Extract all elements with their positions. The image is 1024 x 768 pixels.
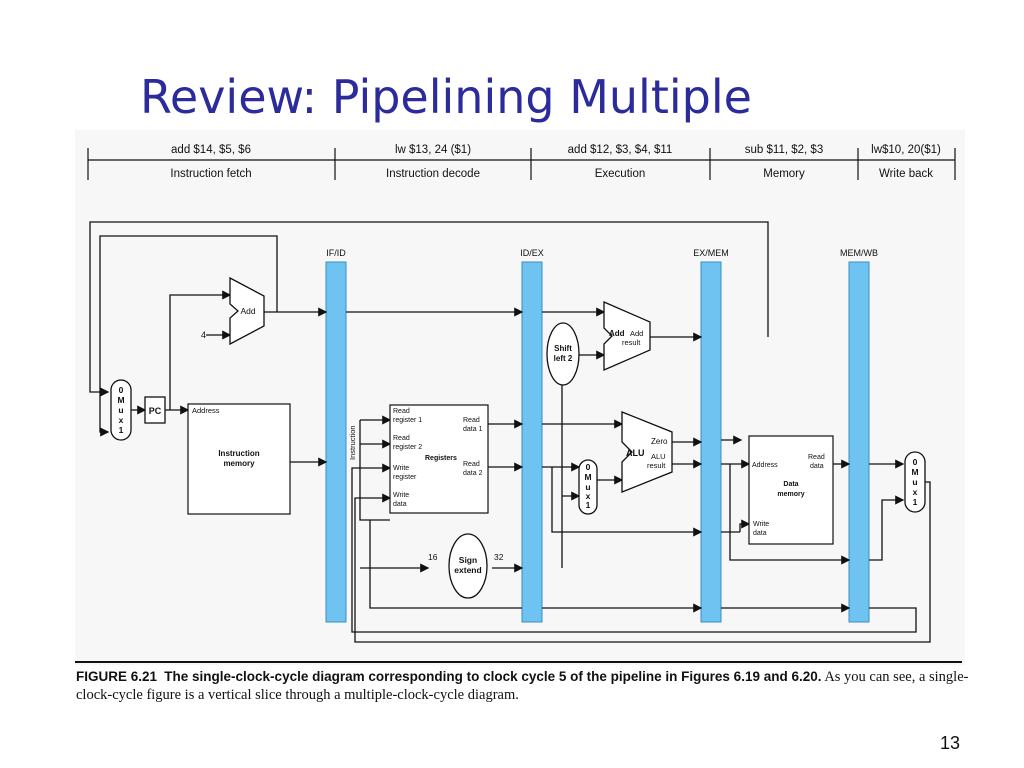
im-address-label: Address [192,406,220,415]
dm-write-label1: Write [753,521,769,528]
pc-adder [229,276,265,346]
wb-mux-label-1: 1 [913,497,918,507]
shift-left-2 [546,322,580,386]
stage-instruction-id: lw $13, 24 ($1) [395,144,471,156]
alu-result-label1: ALU [651,452,666,461]
alu [621,411,673,493]
rf-read-reg2-a: Read [393,435,410,442]
page-number: 13 [940,733,961,753]
data-memory [748,435,834,545]
wb-mux-label-u: u [912,477,917,487]
alu-src-mux [578,459,598,515]
rf-write-reg-b: register [393,474,417,481]
alu-mux-label-1: 1 [586,500,591,510]
datapath-wires [89,221,931,643]
bits-32-label: 32 [494,552,504,562]
rf-read-data2-b: data 2 [463,470,483,477]
dm-title1: Data [783,481,798,488]
stage-instruction-ex: add $12, $3, $4, $11 [568,144,673,156]
pc-mux-label-x: x [119,415,124,425]
figure-caption: FIGURE 6.21 The single-clock-cycle diagr… [76,668,976,704]
register-label-ex-mem: EX/MEM [693,248,729,258]
sign-extend-label2: extend [454,565,481,575]
pc-mux-label-u: u [118,405,123,415]
stage-name-mem: Memory [763,168,805,180]
alu-mux-label-m: M [584,472,591,482]
rf-read-reg2-b: register 2 [393,444,422,451]
branch-adder-label: Add [609,329,625,338]
dm-write-label2: data [753,530,767,537]
rf-title: Registers [425,455,457,462]
pipeline-register-mem-wb [848,261,870,623]
rf-write-data-a: Write [393,492,409,499]
sign-extend [448,533,488,599]
instruction-memory [187,403,291,515]
shift-left-label2: left 2 [554,354,573,363]
alu-mux-label-0: 0 [586,462,591,472]
rf-read-reg1-a: Read [393,408,410,415]
alu-label: ALU [626,448,645,458]
alu-mux-label-u: u [585,482,590,492]
alu-zero-label: Zero [651,437,668,446]
pc-mux-label-m: M [117,395,124,405]
rf-read-reg1-b: register 1 [393,417,422,424]
caption-bold-text: The single-clock-cycle diagram correspon… [164,669,822,684]
rf-read-data1-b: data 1 [463,426,483,433]
pipeline-register-id-ex [521,261,543,623]
alu-mux-label-x: x [586,491,591,501]
register-label-id-ex: ID/EX [520,248,544,258]
stage-name-ex: Execution [595,168,646,180]
caption-text: As you can see, a single-clock-cycle fig… [76,669,969,703]
pipeline-register-if-id [325,261,347,623]
dm-title2: memory [777,491,804,498]
rf-write-data-b: data [393,501,407,508]
pc-mux-label-0: 0 [119,385,124,395]
instruction-bus-label: Instruction [348,425,357,460]
register-file [389,404,489,514]
sign-extend-label1: Sign [459,555,477,565]
stage-instruction-wb: lw$10, 20($1) [871,144,941,156]
register-label-if-id: IF/ID [326,248,346,258]
pc-label: PC [149,406,162,416]
stage-name-wb: Write back [879,168,933,180]
im-title-line1: Instruction [218,449,259,458]
shift-left-label1: Shift [554,344,572,353]
rf-read-data2-a: Read [463,461,480,468]
pipeline-register-ex-mem [700,261,722,623]
bits-16-label: 16 [428,552,438,562]
pc-mux [110,379,132,441]
alu-result-label2: result [647,461,666,470]
register-label-mem-wb: MEM/WB [840,248,878,258]
stage-instruction-if: add $14, $5, $6 [171,144,251,156]
stage-name-if: Instruction fetch [170,168,251,180]
stage-name-id: Instruction decode [386,168,480,180]
wb-mux-label-0: 0 [913,457,918,467]
writeback-mux [904,451,926,513]
figure-background [75,130,965,665]
dm-read-label1: Read [808,454,825,461]
branch-adder [603,301,651,371]
caption-figure-label: FIGURE 6.21 [76,669,158,684]
slide-title: Review: Pipelining Multiple [140,70,752,124]
stage-header [87,148,956,180]
branch-adder-result2: result [622,338,641,347]
wb-mux-label-x: x [913,487,918,497]
pc-register [144,396,166,424]
dm-address-label: Address [752,462,778,469]
im-title-line2: memory [223,459,255,468]
pc-mux-label-1: 1 [119,425,124,435]
constant-four: 4 [201,330,206,340]
dm-read-label2: data [810,463,824,470]
wb-mux-label-m: M [911,467,918,477]
branch-adder-result1: Add [630,329,643,338]
stage-instruction-mem: sub $11, $2, $3 [745,144,823,156]
pc-adder-label: Add [240,306,255,316]
rf-read-data1-a: Read [463,417,480,424]
rf-write-reg-a: Write [393,465,409,472]
